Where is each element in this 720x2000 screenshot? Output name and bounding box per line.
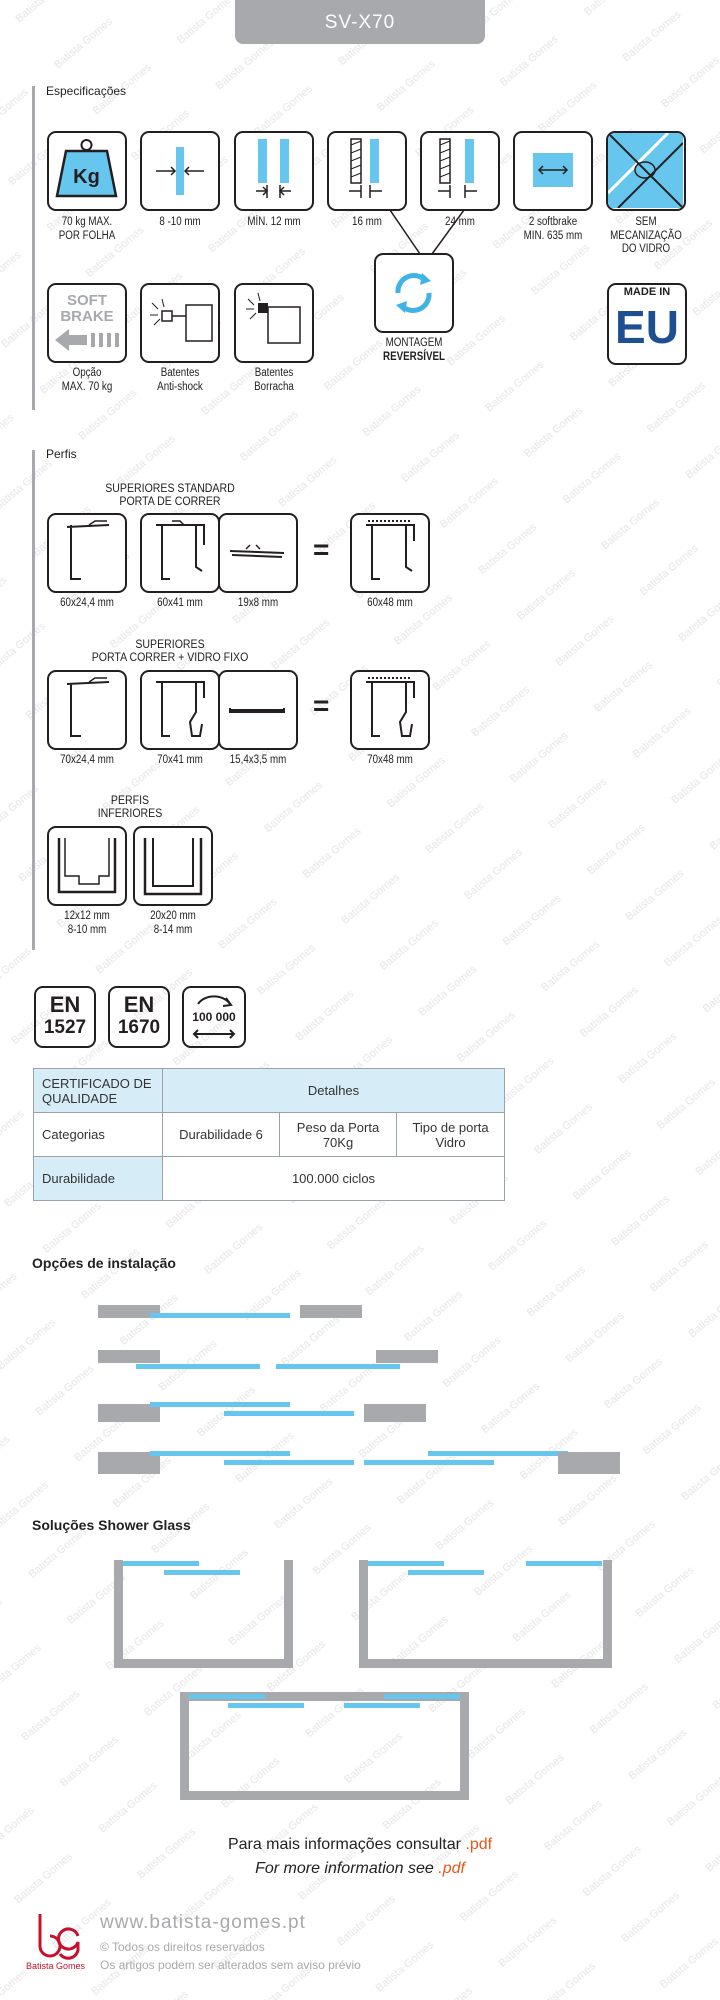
cat-durability: Durabilidade 6 [162, 1112, 280, 1157]
no-drilling-icon [606, 131, 686, 211]
g2-size-1: 70x24,4 mm [60, 754, 114, 766]
product-title: SV-X70 [235, 0, 485, 44]
glass-thickness-icon [140, 131, 220, 211]
copyright-icon: © [100, 1940, 112, 1954]
durability-label: Durabilidade [33, 1156, 163, 1201]
g2-size-2: 70x41 mm [157, 754, 203, 766]
profile-60x41-icon [140, 513, 220, 593]
cat-weight: Peso da Porta 70Kg [279, 1112, 397, 1157]
notice-text: Os artigos podem ser alterados sem aviso… [100, 1958, 361, 1972]
min-gap-icon [234, 131, 314, 211]
profile-70x48-icon [350, 670, 430, 750]
wall-16mm-icon [327, 131, 407, 211]
svg-text:SOFT: SOFT [67, 292, 107, 309]
anti-shock-icon [140, 283, 220, 363]
profile-70x41-icon [140, 670, 220, 750]
profile-70x24-icon [47, 670, 127, 750]
glass-caption: 8 -10 mm [159, 216, 201, 228]
pdf-link-pt[interactable]: .pdf [465, 1836, 493, 1853]
profiles-label: Perfis [46, 447, 77, 461]
brand-logo [38, 1914, 80, 1960]
min-caption: MÍN. 12 mm [247, 216, 301, 228]
categories-label: Categorias [33, 1112, 163, 1157]
website-link[interactable]: www.batista-gomes.pt [100, 1912, 306, 1933]
cycles-label: 100 000 [192, 1010, 236, 1024]
equals-sign: = [313, 690, 330, 721]
shower-title: Soluções Shower Glass [32, 1517, 191, 1533]
cycles-badge: 100 000 [182, 986, 246, 1048]
profile-60x24-icon [47, 513, 127, 593]
svg-text:Kg: Kg [73, 166, 100, 188]
profile-19x8-icon [218, 513, 298, 593]
profile-12x12-icon [47, 826, 127, 906]
made-in-label: MADE IN [623, 286, 671, 298]
installation-title: Opções de instalação [32, 1255, 176, 1271]
certificate-table: CERTIFICADO DE QUALIDADE Detalhes Catego… [33, 1068, 505, 1201]
t16-caption: 16 mm [352, 216, 382, 228]
g1-size-4: 60x48 mm [367, 597, 413, 609]
brand-name: Batista Gomes [26, 1961, 86, 1971]
profile-60x48-icon [350, 513, 430, 593]
g1-size-3: 19x8 mm [237, 597, 279, 609]
connector-lines [390, 210, 465, 255]
rights-text: © Todos os direitos reservados [100, 1940, 265, 1954]
weight-icon: Kg [47, 131, 127, 211]
en1670-badge: EN 1670 [108, 986, 170, 1048]
details-header: Detalhes [162, 1068, 505, 1113]
en1527-badge: EN 1527 [34, 986, 96, 1048]
wall-24mm-icon [420, 131, 500, 211]
weight-caption: 70 kg MAX.POR FOLHA [58, 216, 116, 242]
softbrake-arrows-icon [513, 131, 593, 211]
cat-type: Tipo de porta Vidro [396, 1112, 505, 1157]
profile-20x20-icon [133, 826, 213, 906]
equals-sign: = [313, 534, 330, 565]
made-in-eu-badge: MADE IN EU [607, 283, 687, 365]
specs-label: Especificações [46, 84, 127, 98]
more-info-pt: Para mais informações consultar .pdf [227, 1836, 493, 1853]
rubber-stop-icon [234, 283, 314, 363]
soft-brake-icon: SOFT BRAKE [47, 283, 127, 363]
g1-size-2: 60x41 mm [157, 597, 203, 609]
profile-15x3-icon [218, 670, 298, 750]
section-divider [32, 450, 35, 950]
svg-text:BRAKE: BRAKE [60, 308, 113, 325]
g1-size-1: 60x24,4 mm [60, 597, 114, 609]
reversible-mount-icon [374, 253, 454, 333]
pdf-link-en[interactable]: .pdf [438, 1860, 465, 1877]
section-divider [32, 86, 35, 410]
eu-label: EU [615, 301, 679, 353]
g2-size-3: 15,4x3,5 mm [229, 754, 287, 766]
certificate-label: CERTIFICADO DE QUALIDADE [33, 1068, 163, 1113]
durability-value: 100.000 ciclos [162, 1156, 505, 1201]
more-info-en: For more information see .pdf [255, 1860, 465, 1877]
g2-size-4: 70x48 mm [367, 754, 413, 766]
